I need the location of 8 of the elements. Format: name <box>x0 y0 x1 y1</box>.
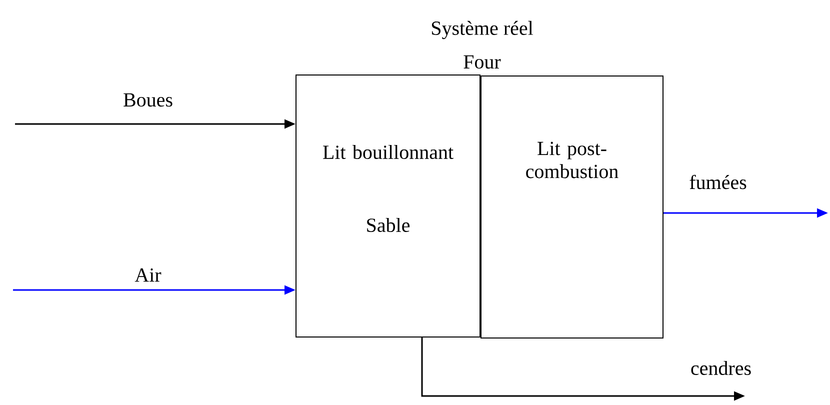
process-box: Lit post-combustion <box>480 76 664 338</box>
heading: Système réel <box>432 20 533 40</box>
edge-label: cendres <box>689 360 753 376</box>
edge-label: Boues <box>122 92 174 108</box>
process-box: Lit bouillonnant Sable <box>296 74 480 338</box>
edge-label: fumées <box>688 174 748 190</box>
heading: Four <box>464 55 501 69</box>
edge-label: Air <box>134 267 162 283</box>
